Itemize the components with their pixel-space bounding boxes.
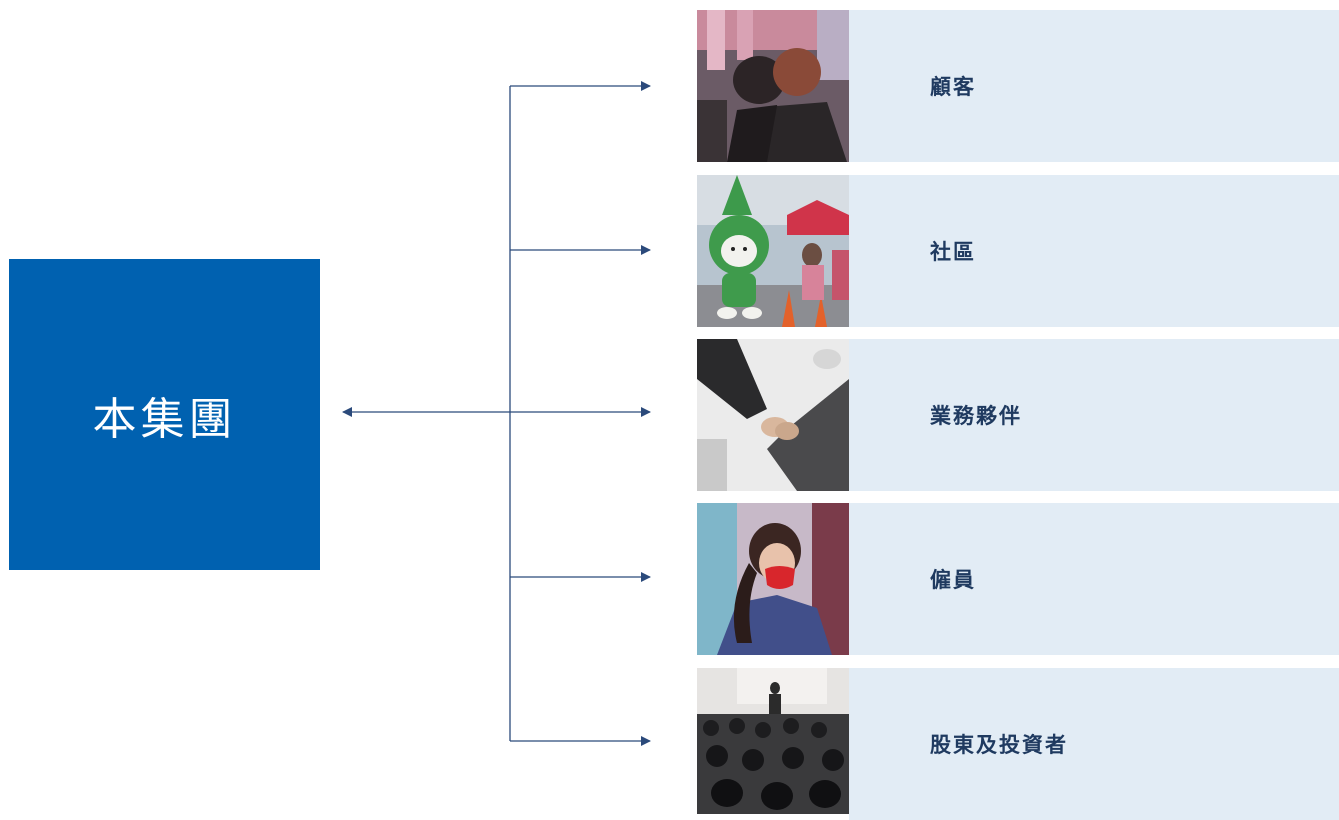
stakeholder-card-partners: 業務夥伴 xyxy=(697,339,1339,491)
mascot-event-photo xyxy=(697,175,849,327)
handshake-photo xyxy=(697,339,849,491)
shareholder-meeting-photo xyxy=(697,668,849,820)
stakeholder-panel xyxy=(849,175,1339,327)
stakeholder-panel xyxy=(849,10,1339,162)
stakeholder-label-employees: 僱員 xyxy=(930,568,976,592)
stakeholder-label-customers: 顧客 xyxy=(930,75,976,99)
group-label: 本集團 xyxy=(92,393,237,445)
stakeholder-label-community: 社區 xyxy=(930,240,976,264)
masked-employee-photo xyxy=(697,503,849,655)
stakeholder-card-customers: 顧客 xyxy=(697,10,1339,162)
stakeholder-label-shareholders: 股東及投資者 xyxy=(930,733,1068,757)
group-node: 本集團 xyxy=(9,259,320,570)
stakeholder-card-community: 社區 xyxy=(697,175,1339,327)
stakeholder-panel xyxy=(849,503,1339,655)
stakeholder-panel xyxy=(849,339,1339,491)
stakeholder-label-partners: 業務夥伴 xyxy=(930,404,1022,428)
stakeholder-card-employees: 僱員 xyxy=(697,503,1339,655)
pachinko-customers-photo xyxy=(697,10,849,162)
stakeholder-card-shareholders: 股東及投資者 xyxy=(697,668,1339,820)
stakeholder-panel xyxy=(849,668,1339,820)
